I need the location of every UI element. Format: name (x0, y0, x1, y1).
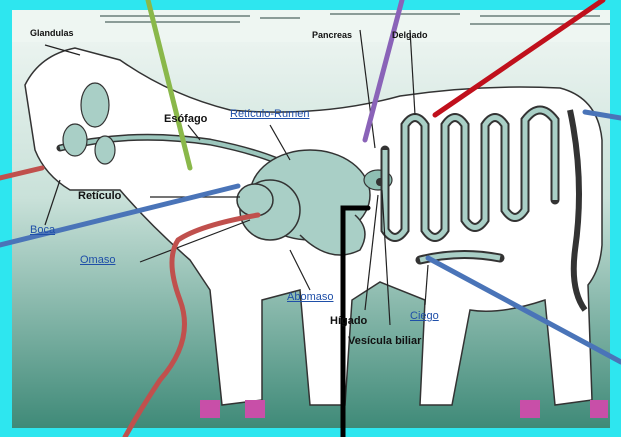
label-pancreas: Pancreas (312, 31, 352, 40)
header-strip (12, 10, 610, 42)
label-omaso: Omaso (80, 255, 115, 266)
label-glandulas: Glandulas (30, 29, 74, 38)
label-esofago: Esófago (164, 114, 207, 125)
label-ciego: Ciego (410, 311, 439, 322)
label-abomaso: Abomaso (287, 292, 333, 303)
label-reticulo-rumen: Retículo-Rumen (230, 109, 309, 120)
label-higado: Hígado (330, 316, 367, 327)
label-boca: Boca (30, 225, 55, 236)
label-reticulo: Retículo (78, 191, 121, 202)
label-delgado: Delgado (392, 31, 428, 40)
label-vesicula-biliar: Vesícula biliar (348, 336, 421, 347)
